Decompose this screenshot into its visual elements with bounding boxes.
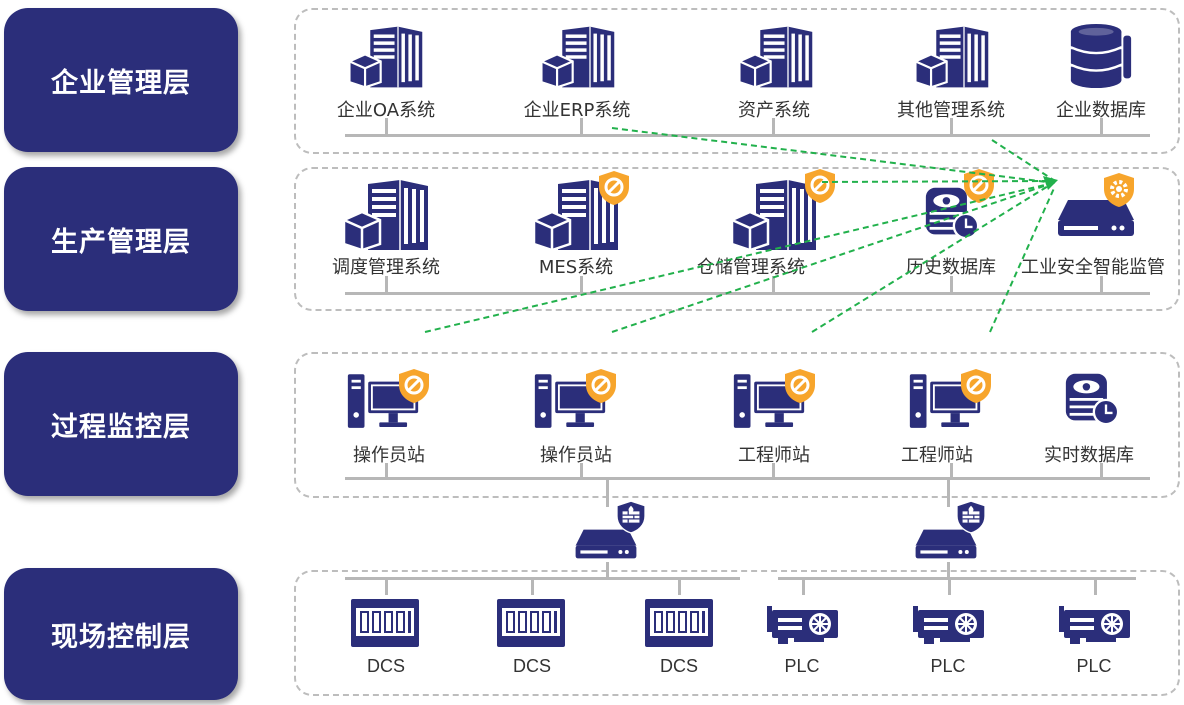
layer-production: 生产管理层 [4,167,238,311]
node-label: 企业数据库 [1056,100,1146,121]
enterprise-tap [950,118,953,134]
node-label: 操作员站 [353,445,425,466]
layer-label: 企业管理层 [51,67,191,99]
node-label: MES系统 [538,257,614,278]
server-icon [912,24,990,90]
layer-label: 生产管理层 [51,226,191,258]
dcs-icon [644,598,714,648]
node-label: PLC [930,656,966,676]
downlink-line [947,562,950,578]
gear-shield-icon [1103,172,1135,208]
node-label: 实时数据库 [1044,445,1134,466]
layer-label: 过程监控层 [51,411,191,443]
shield-icon [963,168,995,204]
enterprise-bus [345,134,1150,137]
server-icon [538,24,616,90]
node-label: 其他管理系统 [897,100,1005,121]
layer-enterprise: 企业管理层 [4,8,238,152]
field-tap [802,577,805,595]
plc-icon [1058,604,1132,648]
enterprise-tap [1100,118,1103,134]
node-label: 工程师站 [738,445,810,466]
plc-icon [912,604,986,648]
process-tap [950,463,953,477]
server-icon [340,180,430,250]
downlink-line [606,562,609,578]
field-tap [531,577,534,595]
node-label: DCS [512,656,552,676]
dcs-icon [350,598,420,648]
field-bus-plc [778,577,1136,580]
shield-icon [960,368,992,404]
layer-process: 过程监控层 [4,352,238,496]
production-bus [345,292,1150,295]
firewall-shield-icon [956,500,986,534]
server-icon [346,24,424,90]
production-tap [1100,276,1103,292]
process-tap [580,463,583,477]
field-tap [1094,577,1097,595]
shield-icon [804,168,836,204]
node-label: DCS [659,656,699,676]
layer-field: 现场控制层 [4,568,238,700]
enterprise-tap [385,118,388,134]
enterprise-tap [580,118,583,134]
dcs-icon [496,598,566,648]
uplink-line [606,479,609,507]
shield-icon [784,368,816,404]
zone-process [294,352,1180,498]
node-label: 调度管理系统 [332,257,440,278]
process-tap [1100,463,1103,477]
process-bus [345,477,1150,480]
enterprise-tap [772,118,775,134]
node-label: 工业安全智能监管 [1021,257,1165,278]
node-label: PLC [1076,656,1112,676]
node-label: 企业ERP系统 [523,100,631,121]
zone-field [294,570,1180,696]
node-label: DCS [366,656,406,676]
node-label: 资产系统 [738,100,810,121]
field-tap [948,577,951,595]
realtime-database-icon [1064,370,1120,426]
field-bus-dcs [345,577,740,580]
shield-icon [585,368,617,404]
node-label: 工程师站 [901,445,973,466]
process-tap [385,463,388,477]
shield-icon [398,368,430,404]
uplink-line [947,479,950,507]
node-label: PLC [784,656,820,676]
node-label: 企业OA系统 [336,100,436,121]
node-label: 历史数据库 [906,257,996,278]
server-icon [736,24,814,90]
process-tap [772,463,775,477]
shield-icon [598,170,630,206]
firewall-shield-icon [616,500,646,534]
database-icon [1066,22,1136,90]
field-tap [678,577,681,595]
node-label: 操作员站 [540,445,612,466]
production-tap [385,276,388,292]
plc-icon [766,604,840,648]
node-label: 仓储管理系统 [697,257,805,278]
layer-label: 现场控制层 [51,621,191,653]
field-tap [385,577,388,595]
